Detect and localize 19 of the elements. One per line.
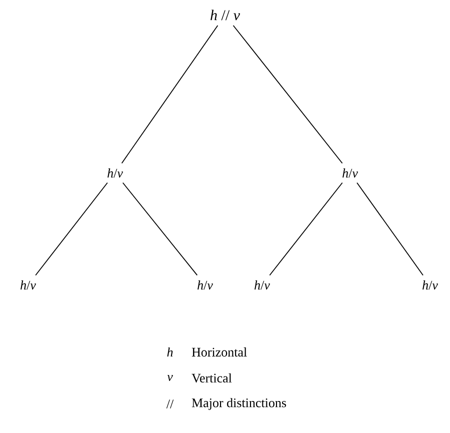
legend-text: Major distinctions	[192, 398, 286, 410]
branch-line	[269, 182, 343, 276]
tree-label: h/v	[198, 280, 213, 290]
legend-symbol: //	[166, 400, 174, 408]
branch-line	[356, 182, 424, 276]
tree-label: h/v	[254, 280, 270, 290]
tree-label: h/v	[342, 168, 358, 178]
branch-line	[232, 25, 343, 164]
legend-text: Horizontal	[192, 347, 247, 357]
tree-label: h/v	[422, 280, 438, 290]
legend-text: Vertical	[192, 373, 232, 383]
tree-label: h/v	[108, 168, 123, 178]
legend-symbol: h	[167, 347, 173, 356]
tree-label: h/v	[20, 280, 36, 290]
legend-symbol: v	[167, 374, 173, 382]
tree-label: h // v	[210, 10, 240, 20]
branch-line	[121, 25, 218, 164]
branch-line	[35, 182, 108, 276]
branch-line	[122, 182, 198, 276]
